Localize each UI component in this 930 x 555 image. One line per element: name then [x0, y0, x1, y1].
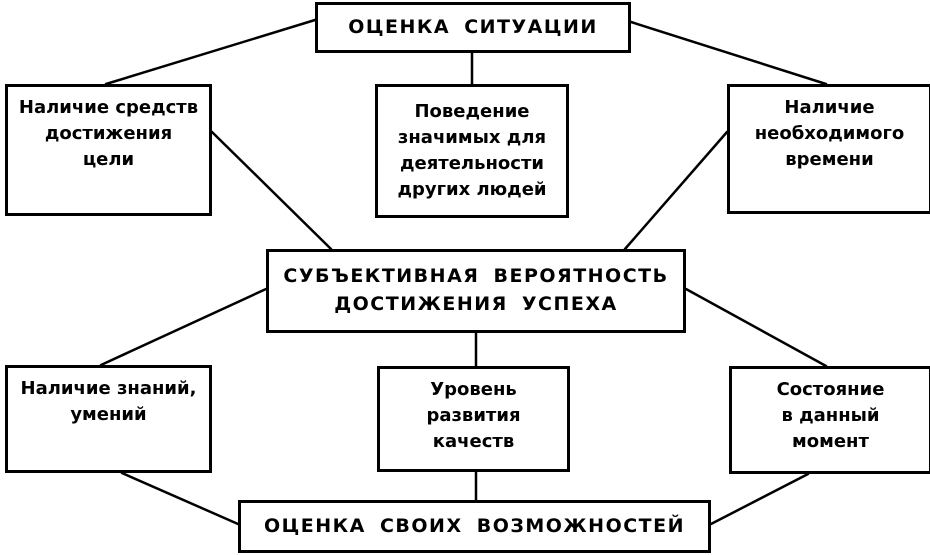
- connector-top-right: [629, 20, 828, 86]
- knowledge-skills-box: Наличие знаний, умений: [5, 365, 212, 473]
- connector-top-left: [104, 18, 317, 86]
- connector-center-right2: [684, 287, 828, 368]
- means-availability-box: Наличие средств достижения цели: [5, 84, 212, 216]
- success-probability-box: СУБЪЕКТИВНАЯ ВЕРОЯТНОСТЬ ДОСТИЖЕНИЯ УСПЕ…: [266, 249, 686, 333]
- connector-right1-center: [623, 130, 729, 251]
- current-state-box: Состояние в данный момент: [729, 366, 930, 474]
- connector-left2-bottom: [120, 471, 240, 526]
- qualities-level-box: Уровень развития качеств: [377, 366, 570, 472]
- time-availability-box: Наличие необходимого времени: [727, 84, 930, 214]
- connector-left1-center: [210, 130, 333, 251]
- situation-assessment-box: ОЦЕНКА СИТУАЦИИ: [315, 2, 631, 53]
- others-behavior-box: Поведение значимых для деятельности друг…: [375, 84, 569, 218]
- abilities-assessment-box: ОЦЕНКА СВОИХ ВОЗМОЖНОСТЕЙ: [238, 500, 711, 553]
- connector-center-left2: [99, 287, 268, 367]
- connector-right2-bottom: [709, 472, 810, 526]
